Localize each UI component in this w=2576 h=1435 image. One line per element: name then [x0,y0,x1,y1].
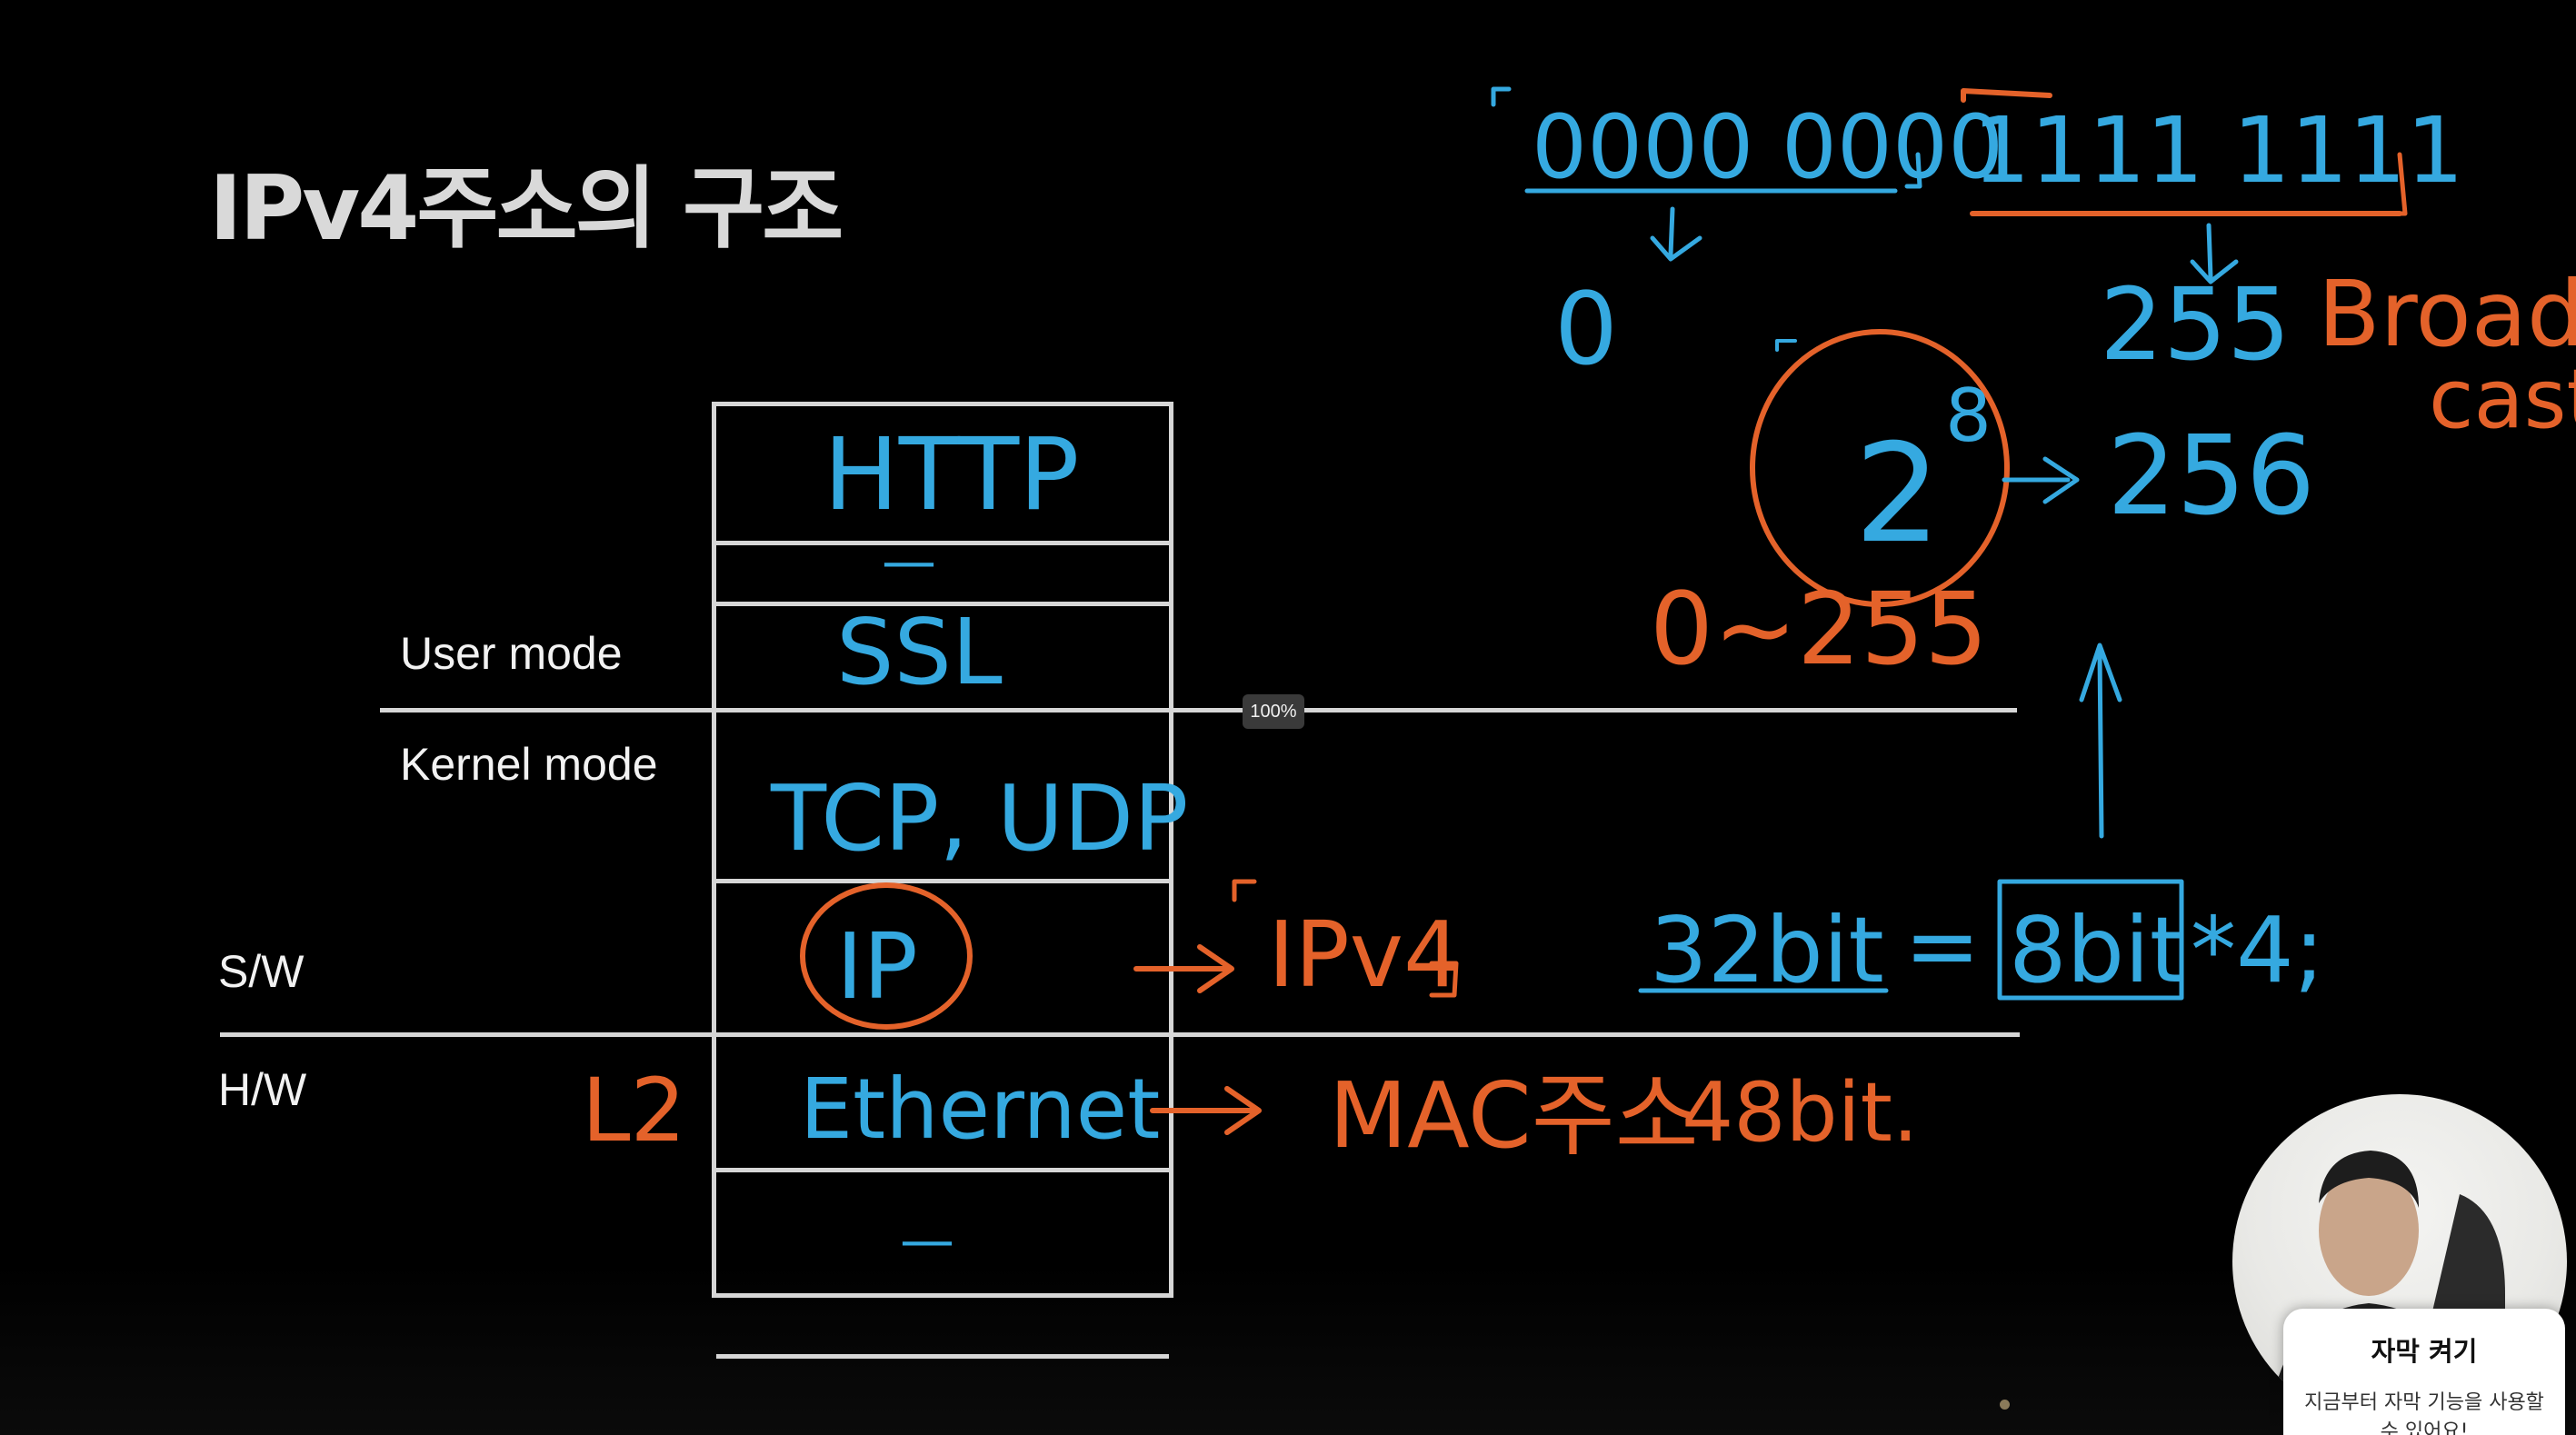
twofiftyfive-text: 255 [2100,266,2291,383]
user-kernel-divider [380,708,2017,713]
eight-text: 8 [1945,374,1992,458]
zoom-level-badge[interactable]: 100% [1243,694,1304,729]
stack-layer-blank-2: — [900,1209,954,1272]
stack-layer-ethernet: Ethernet [800,1061,1160,1158]
mac-text: MAC주소 [1329,1062,1699,1169]
hw-label: H/W [218,1064,307,1115]
range-text: 0~255 [1650,571,1988,687]
zero-text: 0 [1554,271,1618,387]
mac-bits-text: 48bit. [1682,1065,1919,1161]
twofiftysix-text: 256 [2107,414,2315,540]
caption-toggle-title[interactable]: 자막 켜기 [2371,1336,2478,1367]
presenter-hair [2319,1151,2419,1208]
formula-box-text: 8bit [2009,897,2185,1003]
broadcast-text-1: Broad [2318,261,2576,367]
broadcast-text-2: cast [2429,352,2576,447]
formula-eq-text: = [1904,892,1981,999]
sw-hw-divider [220,1032,2020,1037]
caption-prompt-card[interactable]: 자막 켜기 지금부터 자막 기능을 사용할 수 있어요! [2283,1309,2565,1435]
stack-layer-http: HTTP [824,416,1080,533]
stack-layer-ssl: SSL [836,599,1003,705]
stack-divider [716,1354,1169,1359]
binary-zero-text: 0000 0000 [1532,96,2003,198]
l2-text: L2 [582,1060,686,1161]
protocol-stack [712,402,1173,1359]
formula-rest-text: *4; [2191,897,2324,1003]
stack-divider [716,1168,1169,1172]
caption-description: 지금부터 자막 기능을 사용할 수 있어요! [2304,1391,2544,1435]
slide-title: IPv4주소의 구조 [209,157,844,261]
stack-layer-tcp-udp: TCP, UDP [770,765,1188,872]
formula-bits-text: 32bit [1650,897,1884,1003]
sw-label: S/W [218,946,305,997]
two-text: 2 [1854,415,1941,573]
presenter-head [2319,1165,2419,1296]
user-mode-label: User mode [400,628,623,679]
ipv4-text: IPv4 [1268,902,1462,1008]
stack-divider [716,602,1169,606]
binary-one-text: 1111 1111 [1972,97,2464,204]
stack-divider [716,879,1169,883]
kernel-mode-label: Kernel mode [400,739,658,790]
stack-divider [716,541,1169,545]
stack-layer-ip: IP [836,913,918,1020]
stack-layer-blank-1: — [882,530,936,593]
cursor-dot [2000,1400,2010,1410]
